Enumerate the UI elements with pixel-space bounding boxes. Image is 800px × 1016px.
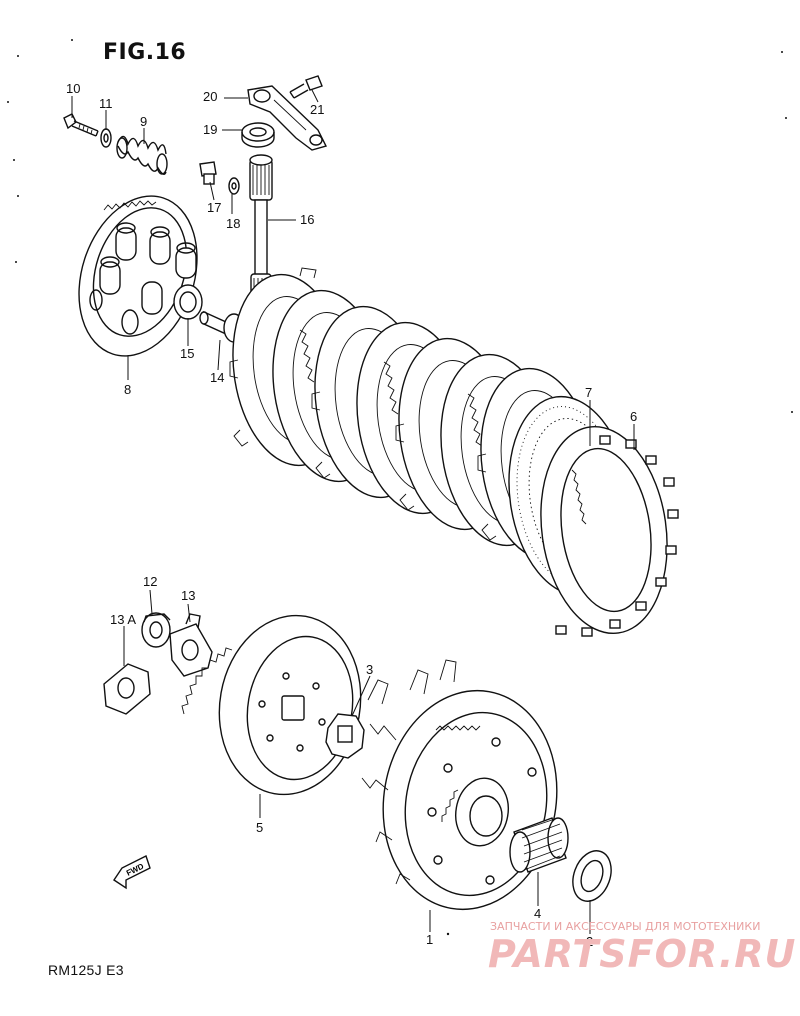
label-part-1: 1 — [426, 932, 433, 947]
label-part-10: 10 — [66, 81, 80, 96]
label-part-5: 5 — [256, 820, 263, 835]
label-part-12: 12 — [143, 574, 157, 589]
washer-18 — [228, 177, 240, 195]
label-part-16: 16 — [300, 212, 314, 227]
label-part-18: 18 — [226, 216, 240, 231]
label-part-21: 21 — [310, 102, 324, 117]
label-part-13: 13 — [181, 588, 195, 603]
leader-lines — [71, 89, 635, 934]
oil-seal-19 — [241, 122, 275, 148]
drive-plate-6 — [540, 425, 679, 637]
clutch-plate-stack — [229, 267, 679, 637]
bolt-21 — [289, 75, 323, 99]
washer-11 — [100, 128, 112, 148]
label-part-19: 19 — [203, 122, 217, 137]
bearing-15 — [173, 284, 203, 320]
label-part-20: 20 — [203, 89, 217, 104]
label-part-2: 2 — [586, 934, 593, 949]
watermark-logo: PARTSFOR.RU — [488, 932, 797, 976]
pressure-plate-8 — [78, 195, 198, 357]
washer-13a — [103, 663, 151, 715]
label-part-15: 15 — [180, 346, 194, 361]
clutch-sleeve-hub-5 — [181, 614, 362, 796]
bolt-17 — [199, 161, 217, 185]
model-code: RM125J E3 — [48, 962, 124, 978]
spacer-washer-2 — [572, 850, 612, 902]
label-part-3: 3 — [366, 662, 373, 677]
label-part-6: 6 — [630, 409, 637, 424]
label-part-13a: 13 A — [110, 612, 136, 627]
clutch-housing-1 — [361, 659, 558, 911]
label-part-17: 17 — [207, 200, 221, 215]
label-part-9: 9 — [140, 114, 147, 129]
figure-title: FIG.16 — [103, 40, 187, 65]
label-part-8: 8 — [124, 382, 131, 397]
bolt-10 — [63, 113, 99, 137]
part-labels: 10 11 9 20 19 21 17 18 16 15 14 8 7 6 12… — [66, 81, 637, 949]
push-rod-16 — [249, 154, 273, 297]
label-part-11: 11 — [99, 96, 113, 111]
label-part-7: 7 — [585, 385, 592, 400]
nut-12 — [141, 612, 171, 648]
scan-specks — [7, 39, 793, 936]
forward-arrow-icon: FWD — [113, 855, 151, 890]
spring-9 — [116, 135, 168, 175]
label-part-14: 14 — [210, 370, 224, 385]
watermark-caption: ЗАПЧАСТИ И АКСЕССУАРЫ ДЛЯ МОТОТЕХНИКИ — [490, 920, 761, 933]
needle-bearing-4 — [509, 817, 569, 873]
label-part-4: 4 — [534, 906, 541, 921]
release-arm-20 — [247, 85, 328, 151]
thrust-washer-3 — [325, 713, 365, 759]
lock-washer-13 — [169, 613, 213, 677]
